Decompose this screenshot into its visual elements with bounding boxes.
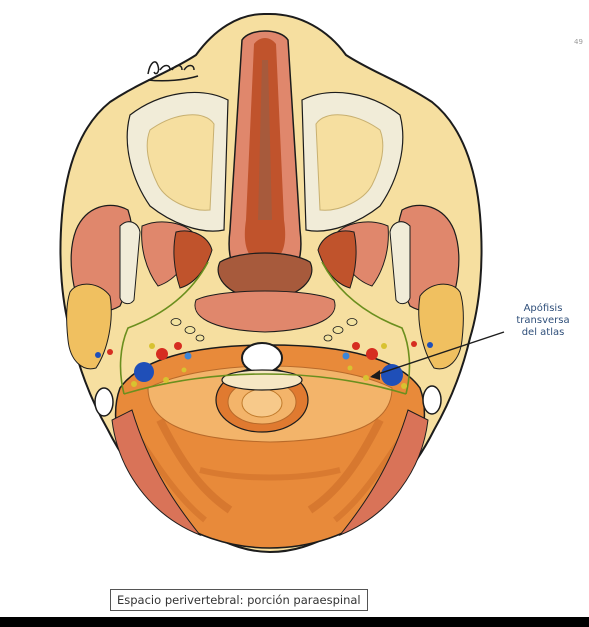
artery-right-small-1 <box>411 341 417 347</box>
nerve-left-3 <box>163 377 169 383</box>
internal-carotid-right <box>366 348 378 360</box>
septum-core <box>258 60 272 220</box>
mandible-left <box>119 221 141 305</box>
bottom-bar <box>0 617 589 627</box>
parotid-left <box>66 283 112 370</box>
callout-line-2: transversa <box>516 315 570 326</box>
trapezius-left <box>111 409 202 537</box>
nerve-left-2 <box>131 381 137 387</box>
artist-signature <box>147 61 199 82</box>
figure-caption: Espacio perivertebral: porción paraespin… <box>110 589 368 611</box>
vein-right-small-2 <box>342 352 350 360</box>
page-number: 49 <box>574 38 583 46</box>
nerve-right-3 <box>363 375 369 381</box>
external-carotid-left <box>174 342 182 350</box>
nerve-right-4 <box>347 365 353 371</box>
jugular-vein-right <box>381 364 403 386</box>
nerve-right-2 <box>401 383 407 389</box>
mastoid-right <box>422 385 442 415</box>
nerve-left-1 <box>149 343 155 349</box>
lymph-node-left-2 <box>184 326 196 334</box>
vein-left-small-1 <box>95 352 101 358</box>
jugular-vein-left <box>134 362 154 382</box>
odontoid-ring <box>241 342 283 374</box>
muscle-stripe-right-1 <box>307 418 384 514</box>
maxillary-sinus-right <box>315 114 384 211</box>
atlas-transverse-process-label: Apófisis transversa del atlas <box>505 303 581 339</box>
maxillary-sinus-left <box>146 114 215 211</box>
vein-left-small-2 <box>184 352 192 360</box>
lymph-node-right-1 <box>346 318 358 326</box>
mastoid-left <box>94 387 114 417</box>
callout-arrow-head <box>370 370 380 380</box>
lymph-node-right-2 <box>332 326 344 334</box>
callout-arrow-line <box>371 331 505 377</box>
lymph-node-left-1 <box>170 318 182 326</box>
trapezius-right <box>338 409 429 537</box>
prevertebral-muscles <box>194 290 336 333</box>
muscle-stripe-center <box>199 467 341 481</box>
pterygoid-right-2 <box>317 230 357 289</box>
nerve-right-1 <box>381 343 387 349</box>
internal-carotid-left <box>156 348 168 360</box>
atlas-anterior-arch <box>221 369 303 391</box>
callout-line-1: Apófisis <box>523 303 563 314</box>
pterygoid-left-2 <box>173 230 213 289</box>
nerve-left-4 <box>181 367 187 373</box>
vein-right-small-1 <box>427 342 433 348</box>
lymph-node-right-3 <box>323 334 333 342</box>
artery-left-small-1 <box>107 349 113 355</box>
mandible-right <box>389 221 411 305</box>
lymph-node-left-3 <box>195 334 205 342</box>
pharynx <box>217 252 313 301</box>
muscle-stripe-left-1 <box>156 418 233 514</box>
fascia-right <box>321 261 411 395</box>
spinal-cord <box>241 388 283 418</box>
callout-line-3: del atlas <box>521 327 565 338</box>
fascia-left <box>119 261 209 395</box>
external-carotid-right <box>352 342 360 350</box>
fascia-posterior <box>123 373 407 395</box>
